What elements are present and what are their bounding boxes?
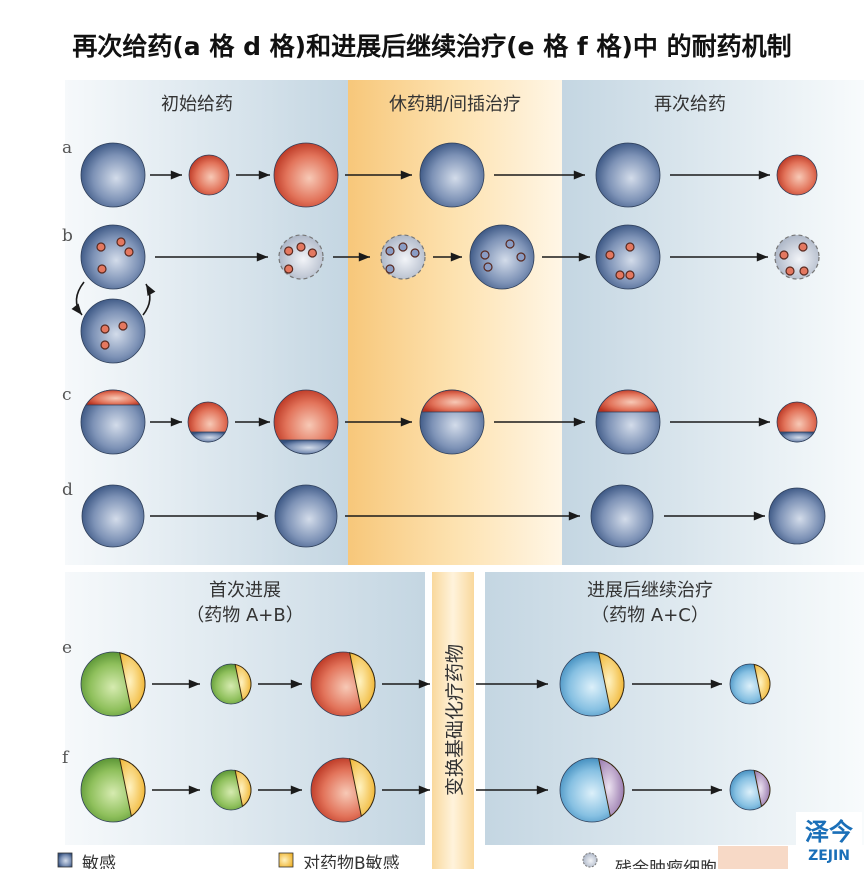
resistant-cell [625, 270, 635, 280]
resistant-cell [100, 340, 110, 350]
tumor-drugA-C-resistant-segment [753, 769, 771, 808]
legend-drugB-swatch [278, 852, 294, 868]
column-header-redosing: 再次给药 [654, 94, 726, 115]
resistant-cell [96, 242, 106, 252]
row-label-e: e [62, 638, 72, 658]
column-header-holiday: 休药期/间插治疗 [389, 94, 521, 115]
regrown-tumor [469, 224, 535, 290]
resistant-cell [97, 264, 107, 274]
watermark-logo-shape [718, 846, 788, 869]
tumor-drugA-C-resistant-segment [598, 652, 625, 712]
tumor-drugA-B-resistant-segment [234, 663, 252, 702]
resistant-cell [785, 266, 795, 276]
row-label-d: d [62, 480, 73, 500]
sensitive-cell [505, 239, 515, 249]
row-label-f: f [62, 748, 70, 768]
resistant-cell [118, 321, 128, 331]
resistant-fraction [421, 389, 483, 413]
switch-chemo-strip [432, 572, 474, 869]
resistant-cell [124, 247, 134, 257]
sensitive-cell [385, 264, 395, 274]
tumor-progressed-resistant-segment [349, 652, 376, 712]
resistant-cell [605, 250, 615, 260]
residual-tumor [774, 234, 820, 280]
resistant-cell [116, 237, 126, 247]
tumor-with-resistant-cells [595, 224, 661, 290]
tumor-sensitive [595, 142, 661, 208]
row-label-b: b [62, 226, 73, 246]
sensitive-cell [483, 262, 493, 272]
sensitive-fraction [278, 439, 334, 455]
tumor-drugA-C-resistant-segment [753, 663, 771, 702]
sensitive-cell [385, 246, 395, 256]
sensitive-fraction [778, 431, 816, 443]
sensitive-cell [480, 250, 490, 260]
tumor-resistant [188, 154, 230, 196]
watermark-en: ZEJIN [808, 848, 850, 864]
sensitive-cell [398, 242, 408, 252]
resistant-fraction [85, 389, 141, 406]
continued-treatment-drugs: （药物 A+C） [591, 605, 709, 626]
tumor-resistant [776, 154, 818, 196]
resistant-cell [615, 270, 625, 280]
resistant-cell [284, 246, 294, 256]
resistant-cell [625, 242, 635, 252]
sensitive-fraction [189, 431, 227, 443]
tumor-sensitive [590, 484, 654, 548]
tumor-progressed-resistant-segment [349, 758, 376, 818]
resistant-cell [100, 324, 110, 334]
resistant-cell [284, 264, 294, 274]
resistant-fraction [597, 389, 659, 413]
row-label-c: c [62, 385, 72, 405]
tumor-drugA-B-resistant-segment [234, 769, 252, 808]
resistant-cell [798, 242, 808, 252]
resistant-cell [307, 248, 317, 258]
cycle-arrow [71, 281, 85, 316]
page-title: 再次给药(a 格 d 格)和进展后继续治疗(e 格 f 格)中 的耐药机制 [72, 32, 791, 61]
legend-residual-swatch [582, 852, 598, 868]
watermark-cn: 泽今 [805, 818, 853, 846]
watermark-box [796, 812, 862, 869]
sensitive-cell [410, 248, 420, 258]
tumor-sensitive [274, 484, 338, 548]
tumor-drugA-C-resistant-segment [598, 758, 625, 818]
resistant-cell [296, 242, 306, 252]
tumor-sensitive [768, 487, 826, 545]
legend-residual-label: 残余肿瘤细胞 [615, 859, 717, 869]
resistant-cell [779, 250, 789, 260]
row-label-a: a [62, 138, 72, 158]
first-progression-drugs: （药物 A+B） [186, 605, 303, 626]
legend-sensitive-label: 敏感 [82, 854, 116, 869]
tumor-sensitive [81, 484, 145, 548]
tumor-resistant [273, 142, 339, 208]
tumor-sensitive [80, 142, 146, 208]
resistant-cell [799, 266, 809, 276]
continued-treatment-header: 进展后继续治疗 [587, 580, 713, 601]
legend-sensitive-swatch [57, 852, 73, 868]
sensitive-cell [516, 252, 526, 262]
legend-drugB-label: 对药物B敏感 [303, 854, 400, 869]
first-progression-header: 首次进展 [209, 580, 281, 601]
tumor-with-resistant-cells [80, 224, 146, 290]
tumor-drugA-B-resistant-segment [119, 758, 146, 818]
tumor-sensitive [419, 142, 485, 208]
switch-chemo-label: 变换基础化疗药物 [444, 644, 466, 796]
tumor-drugA-B-resistant-segment [119, 652, 146, 712]
continued-treatment-panel [485, 572, 864, 845]
column-header-initial: 初始给药 [161, 94, 233, 115]
tumor-with-resistant-cells [80, 298, 146, 364]
cycle-arrow [142, 283, 156, 316]
